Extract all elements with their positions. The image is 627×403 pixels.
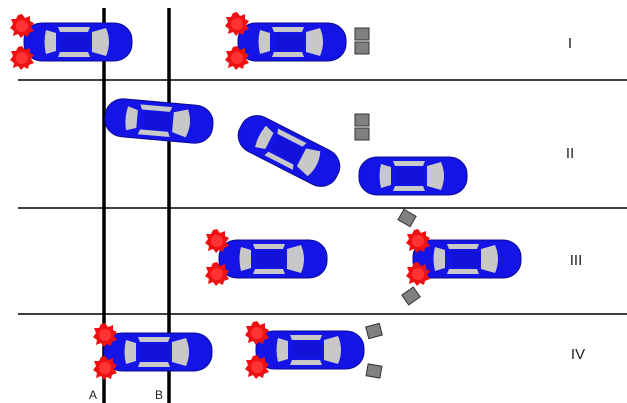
obstacle-block: [366, 364, 382, 378]
car-row1-left: [24, 23, 132, 61]
row-2: [104, 97, 467, 195]
row-3: [205, 209, 521, 305]
car-row2-turning: [232, 110, 345, 193]
row-4: [93, 321, 382, 380]
row-label-4: IV: [571, 346, 585, 363]
obstacle-block: [398, 209, 416, 226]
car-row1-right: [238, 23, 346, 61]
row-1: [10, 12, 369, 70]
obstacle-block: [402, 287, 420, 305]
row-label-2: II: [566, 145, 574, 162]
line-label-a: A: [89, 388, 97, 402]
row-label-3: III: [570, 252, 583, 269]
obstacle-block: [366, 323, 383, 338]
car-row4-right: [256, 331, 364, 369]
car-row2-right: [359, 157, 467, 195]
car-row3-left: [219, 240, 327, 278]
line-label-b: B: [155, 388, 163, 402]
obstacle-block: [355, 128, 369, 140]
obstacle-block: [355, 42, 369, 54]
obstacle-block: [355, 28, 369, 40]
car-row2-crossing: [104, 97, 215, 144]
car-row4-left: [104, 333, 212, 371]
row-label-1: I: [568, 35, 572, 52]
obstacle-block: [355, 114, 369, 126]
